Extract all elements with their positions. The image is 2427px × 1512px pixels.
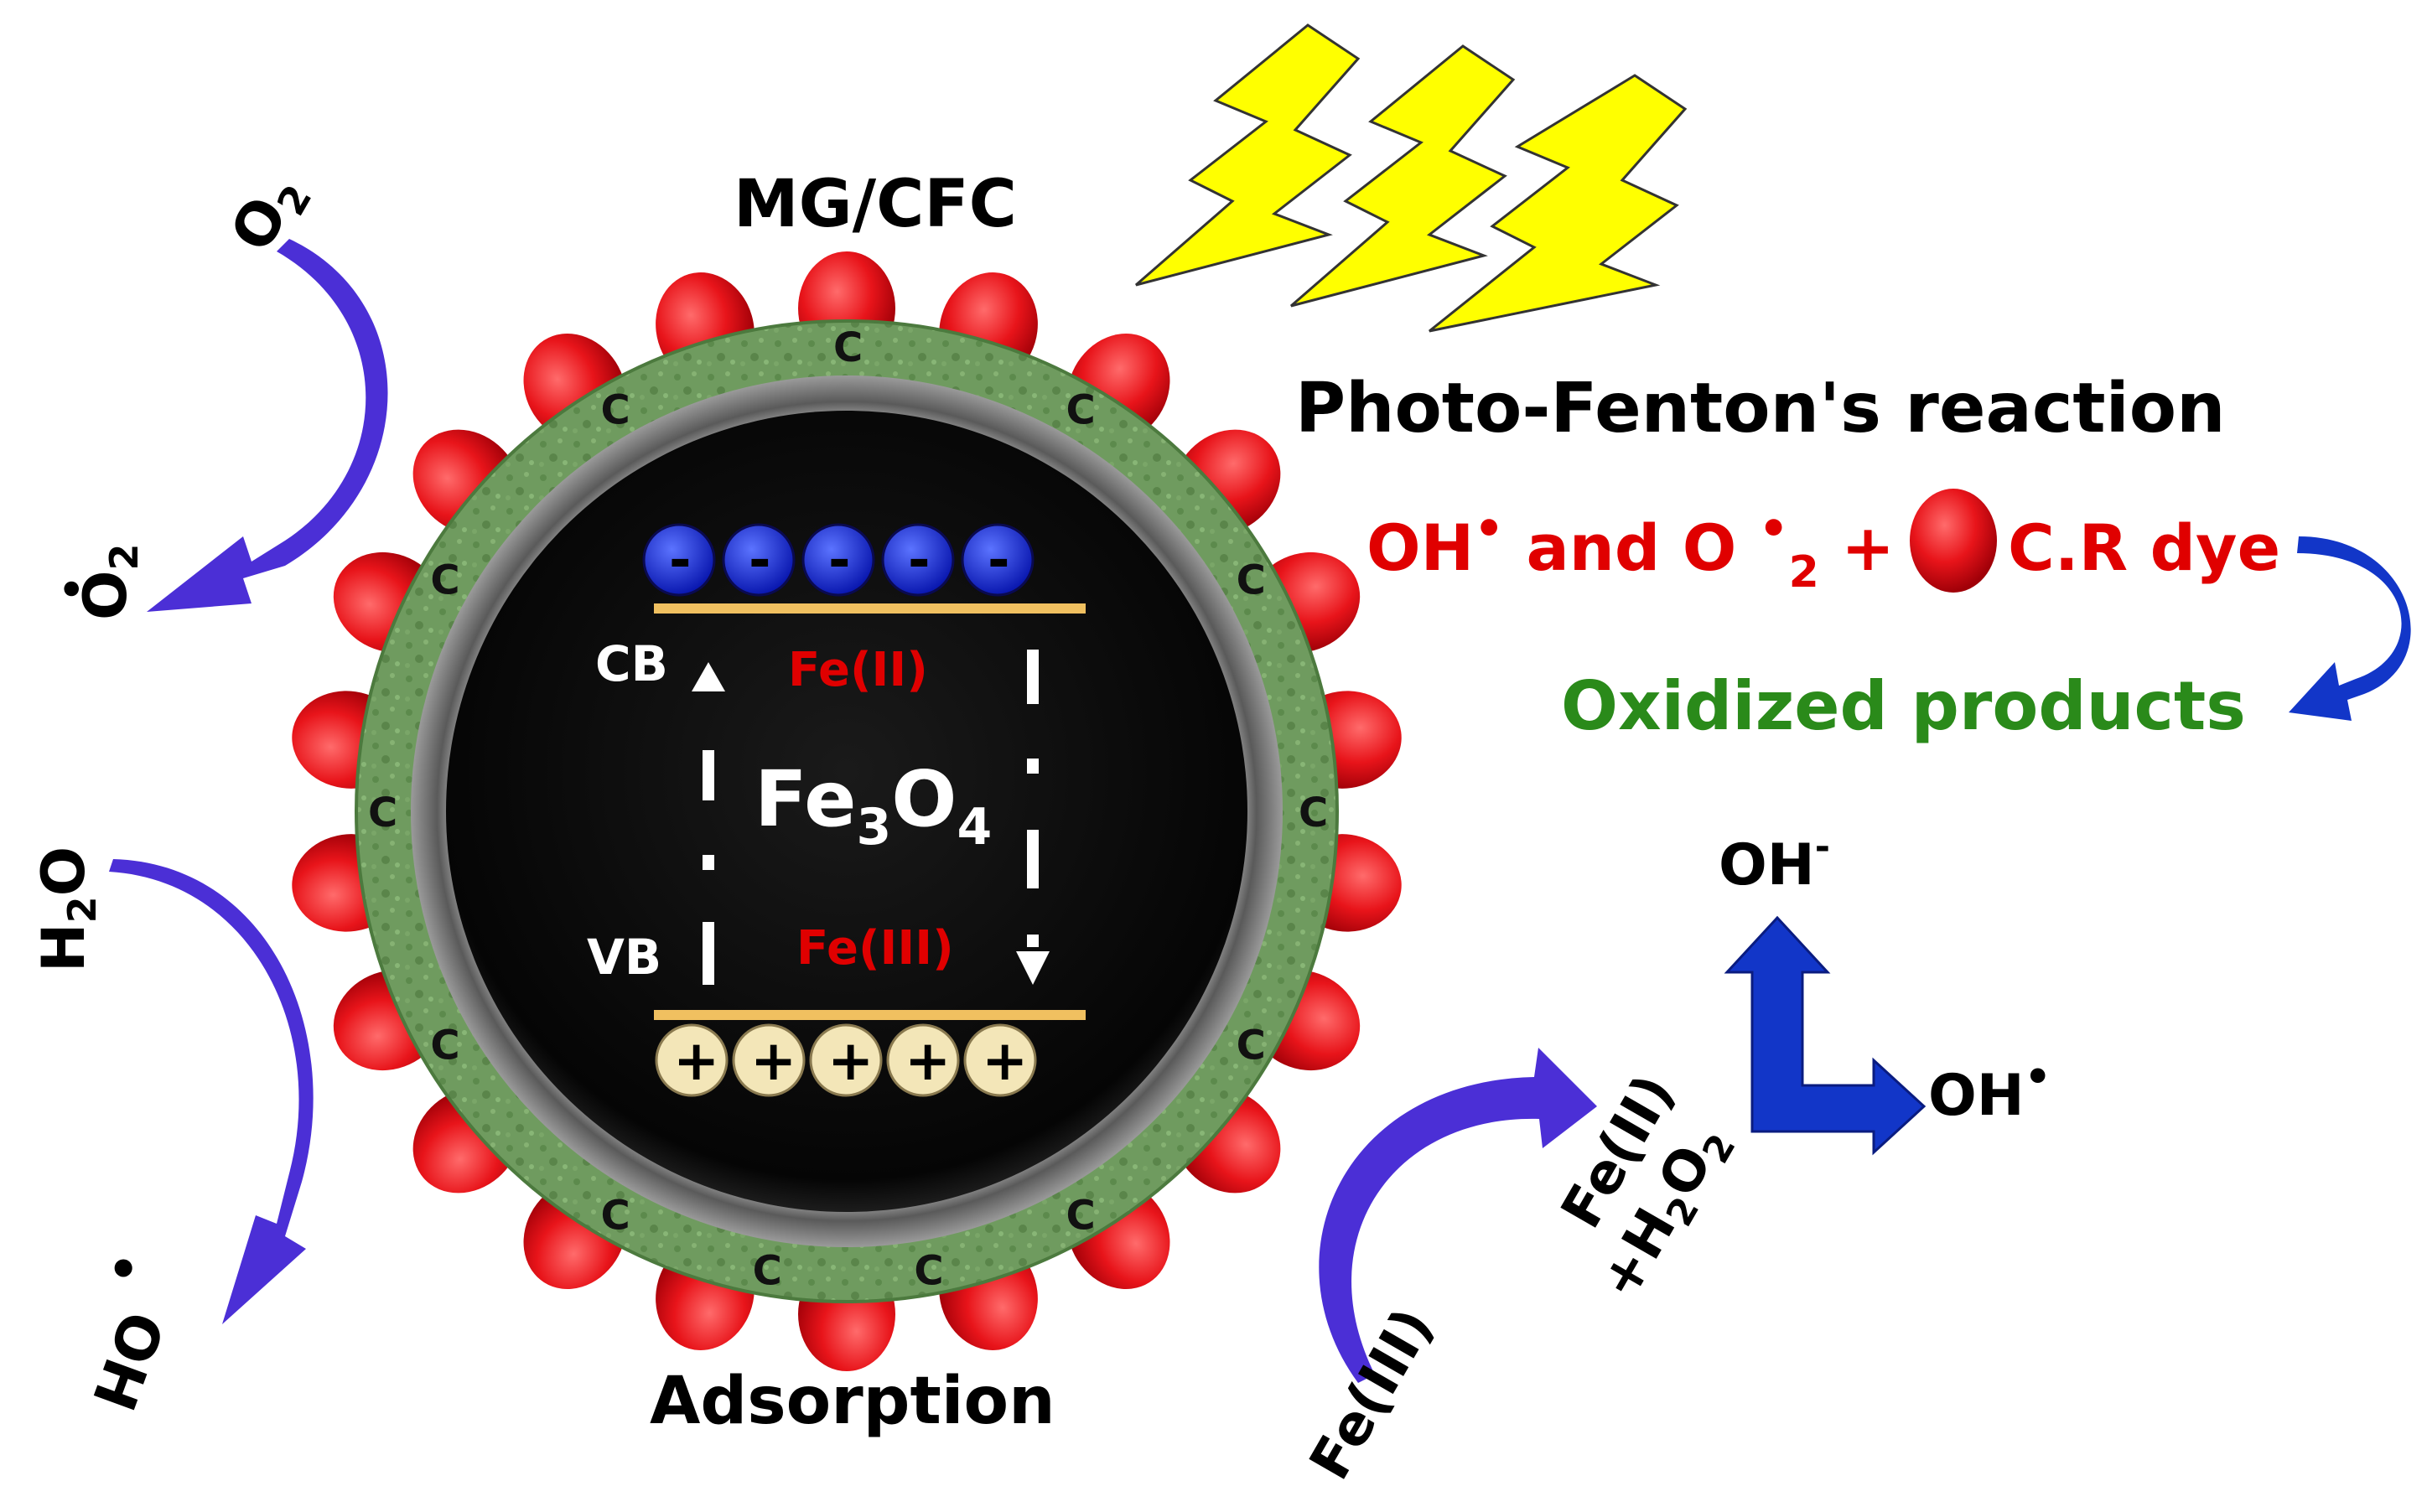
carbon-labels: C C C C C C C C C C C C C (368, 324, 1328, 1295)
carbon-label: C (430, 557, 459, 604)
electron-sign: - (669, 530, 692, 592)
electron (722, 523, 796, 597)
carbon-label: C (601, 386, 630, 433)
carbon-label: C (601, 1193, 630, 1240)
conduction-band-line (654, 603, 1086, 614)
products-label: Oxidized products (1561, 667, 2246, 745)
light-bolts (1135, 23, 1688, 333)
electron-sign: - (988, 530, 1010, 592)
carbon-label: C (1066, 386, 1096, 433)
o2-radical-label: O2• (49, 543, 147, 620)
oh-radical-left-label: OH (79, 1302, 177, 1419)
hole (655, 1023, 729, 1097)
oh-minus-label: OH- (1719, 826, 1830, 898)
holes: + + + + + (655, 1023, 1037, 1097)
fenton-split-arrow (1724, 915, 1927, 1156)
lightning-icon (1429, 74, 1688, 333)
excitation-arrow-up (692, 662, 725, 985)
carbon-label: C (753, 1248, 782, 1295)
fe2-core-label: Fe(II) (788, 643, 928, 697)
o2-reduction-arrow (147, 239, 388, 612)
electrons: ----- (642, 523, 1035, 597)
valence-band-line (654, 1010, 1086, 1020)
reaction-line: OH• and O •2 + (1366, 502, 1916, 598)
carbon-label: C (833, 324, 863, 371)
carbon-label: C (430, 1023, 459, 1069)
lightning-icon (1290, 44, 1516, 308)
electron (642, 523, 716, 597)
carbon-label: C (1237, 1023, 1266, 1069)
carbon-label: C (1066, 1193, 1096, 1240)
oh-radical-left-dot: • (107, 1240, 139, 1299)
fe3-to-fe2-arrow (1319, 1048, 1597, 1383)
carbon-label: C (368, 790, 397, 836)
dye-molecule-icon (1910, 489, 1997, 593)
electron (881, 523, 955, 597)
electron-sign: - (749, 530, 771, 592)
hole (963, 1023, 1037, 1097)
carbon-label: C (1237, 557, 1266, 604)
fe3o4-formula: Fe3O4 (755, 754, 992, 857)
oh-radical-right-label: OH• (1928, 1053, 2051, 1129)
hole (809, 1023, 883, 1097)
hole-sign: + (827, 1028, 874, 1093)
oxidation-curve-arrow (2289, 536, 2411, 721)
adsorption-label: Adsorption (650, 1364, 1055, 1439)
page-title: MG/CFC (734, 167, 1017, 242)
h2o-oxidation-arrow (109, 859, 314, 1324)
hole-sign: + (673, 1028, 719, 1093)
electron (801, 523, 875, 597)
carbon-label: C (1299, 790, 1328, 836)
fe3-fenton-label: Fe(III) (1297, 1297, 1445, 1490)
hole (732, 1023, 806, 1097)
carbon-label: C (914, 1248, 943, 1295)
reaction-title: Photo-Fenton's reaction (1295, 369, 2225, 448)
lightning-icon (1135, 23, 1361, 287)
vb-label: VB (587, 929, 661, 986)
hole-sign: + (750, 1028, 796, 1093)
electron (961, 523, 1035, 597)
hole-sign: + (905, 1028, 951, 1093)
electron-sign: - (908, 530, 931, 592)
relaxation-arrow-down (1016, 650, 1050, 985)
h2o-label: H2O (29, 847, 105, 972)
electron-sign: - (828, 530, 851, 592)
cb-label: CB (595, 635, 668, 692)
dye-label: C.R dye (2008, 510, 2280, 585)
fe3-core-label: Fe(III) (796, 921, 954, 976)
hole (886, 1023, 960, 1097)
hole-sign: + (982, 1028, 1028, 1093)
